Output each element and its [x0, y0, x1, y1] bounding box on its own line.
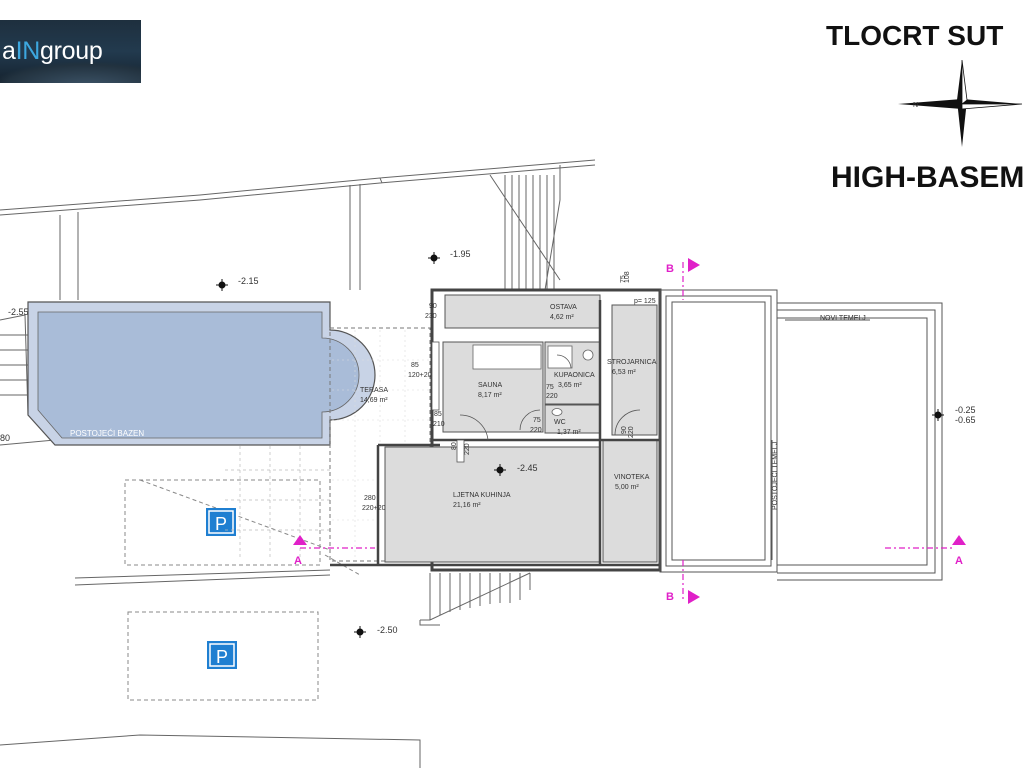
level-marker: [932, 409, 944, 421]
stairs-lower: [419, 572, 531, 626]
svg-text:220: 220: [628, 426, 635, 438]
ostava-area: 4,62 m²: [550, 314, 574, 321]
new-foundation-label: NOVI TEMELJ: [820, 315, 866, 322]
parking-symbol: P: [216, 647, 228, 667]
ostava-name: OSTAVA: [550, 304, 577, 311]
page-title: TLOCRT SUT: [826, 20, 1004, 51]
kitchen-area: 21,16 m²: [453, 502, 481, 509]
svg-text:85: 85: [434, 411, 442, 418]
pool-label: POSTOJEĆI BAZEN: [70, 429, 144, 438]
svg-text:108: 108: [624, 271, 631, 283]
logo-mountain-graphic: [0, 61, 141, 83]
svg-text:75: 75: [533, 417, 541, 424]
level-label: -0.25: [955, 405, 976, 415]
svg-text:220: 220: [530, 427, 542, 434]
level-labels: -2.15 -1.95 -2.55 -2.45 -2.50 -0.25 -0.6…: [0, 249, 976, 635]
kupaonica-name: KUPAONICA: [554, 372, 595, 379]
section-labels: B B A A: [294, 263, 963, 603]
page-subtitle: HIGH-BASEM: [831, 161, 1024, 194]
svg-text:90: 90: [621, 426, 628, 434]
sauna-name: SAUNA: [478, 382, 502, 389]
svg-text:120+20: 120+20: [408, 372, 432, 379]
level-label: -0.65: [955, 415, 976, 425]
compass-north-letter: N: [913, 102, 918, 109]
svg-text:220+20: 220+20: [362, 505, 386, 512]
svg-text:80: 80: [451, 442, 458, 450]
level-label: -2.15: [238, 276, 259, 286]
door-dimensions: 90 230 85 120+20 85 210 75 220 75 220 28…: [362, 271, 656, 512]
kupaonica-area: 3,65 m²: [558, 382, 582, 389]
parking-symbol: P: [215, 514, 227, 534]
parking-areas: [124, 479, 361, 701]
svg-text:230: 230: [425, 313, 437, 320]
company-logo: aINgroup: [0, 20, 141, 83]
site-outline: [0, 159, 596, 768]
paving-grid: [225, 440, 330, 560]
logo-text: aINgroup: [2, 37, 103, 65]
terrace: TERASA 14,69 m²: [329, 327, 431, 562]
kitchen-name: LJETNA KUHINJA: [453, 492, 511, 499]
level-marker: [354, 626, 366, 638]
section-a-label-left: A: [294, 555, 302, 567]
level-label: -2.55: [8, 307, 29, 317]
svg-text:p= 125: p= 125: [634, 298, 656, 305]
svg-text:75: 75: [620, 275, 627, 283]
svg-text:85: 85: [411, 362, 419, 369]
level-marker: [216, 279, 228, 291]
existing-foundation-label: POSTOJEĆI TEMELJ: [770, 442, 779, 510]
level-marker: [494, 464, 506, 476]
svg-text:220: 220: [464, 443, 471, 455]
svg-text:220: 220: [546, 393, 558, 400]
right-structure: NOVI TEMELJ POSTOJEĆI TEMELJ: [659, 289, 943, 581]
wc-area: 1,37 m²: [557, 429, 581, 436]
compass-icon: N: [898, 59, 1023, 147]
parking-sign-icon: P: [206, 508, 236, 536]
stairs: [489, 165, 561, 291]
svg-text:75: 75: [546, 384, 554, 391]
section-a-label-right: A: [955, 555, 963, 567]
strojarnica-area: 6,53 m²: [612, 369, 636, 376]
section-markers: [293, 258, 966, 604]
terrace-name: TERASA: [360, 387, 388, 394]
level-markers: [216, 252, 944, 638]
building: OSTAVA 4,62 m² STROJARNICA 6,53 m² SAUNA…: [330, 288, 662, 572]
svg-text:90: 90: [429, 303, 437, 310]
level-label: -2.50: [377, 625, 398, 635]
sauna-area: 8,17 m²: [478, 392, 502, 399]
strojarnica-name: STROJARNICA: [607, 359, 657, 366]
svg-text:210: 210: [433, 421, 445, 428]
section-b-label-bottom: B: [666, 591, 674, 603]
terrace-area: 14,69 m²: [360, 397, 388, 404]
vinoteka-name: VINOTEKA: [614, 474, 650, 481]
level-marker: [428, 252, 440, 264]
level-label: -1.95: [450, 249, 471, 259]
level-label: 80: [0, 433, 10, 443]
level-label: -2.45: [517, 463, 538, 473]
section-b-label-top: B: [666, 263, 674, 275]
pool: POSTOJEĆI BAZEN: [27, 301, 376, 446]
parking-sign-icon: P: [207, 641, 237, 669]
svg-text:280: 280: [364, 495, 376, 502]
wc-name: WC: [554, 419, 566, 426]
vinoteka-area: 5,00 m²: [615, 484, 639, 491]
